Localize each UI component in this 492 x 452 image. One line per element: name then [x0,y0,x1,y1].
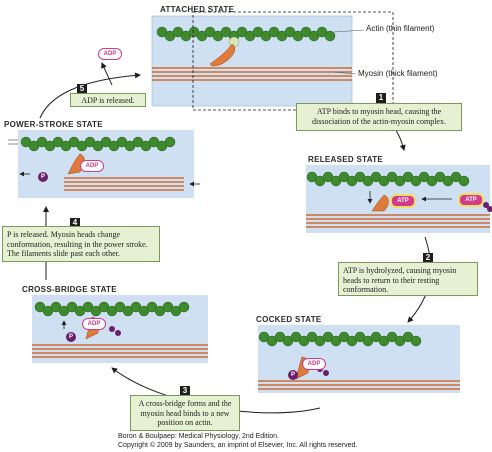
step-4-text: P is released. Myosin heads change confo… [7,230,148,258]
step-5-badge: 5 [77,84,87,94]
p-text-cross-bridge: P [68,334,73,340]
p-text-cocked: P [290,372,295,378]
state-label-attached: ATTACHED STATE [160,5,235,14]
copyright-credit: Boron & Boulpaep: Medical Physiology, 2n… [118,433,378,450]
myosin-label: Myosin (thick filament) [358,69,438,78]
step-1-callout: ATP binds to myosin head, causing the di… [296,103,462,131]
step-4-badge: 4 [70,218,80,228]
power-stroke-illustration [8,130,200,198]
state-label-cocked: COCKED STATE [256,315,322,324]
p-text-power-stroke: P [40,174,45,180]
step-1-text: ATP binds to myosin head, causing the di… [312,107,446,126]
adp-released-text: ADP [103,51,117,57]
attached-illustration [151,15,365,107]
step-2-callout: ATP is hydrolyzed, causing myosin heads … [338,262,478,296]
adp-text-cross-bridge: ADP [87,321,101,327]
step-2-text: ATP is hydrolyzed, causing myosin heads … [343,266,457,294]
step-2-badge: 2 [423,253,433,263]
adp-text-power-stroke: ADP [85,163,99,169]
adp-badge-cocked: ADP [302,358,326,370]
phosphate-cross-bridge: P [66,332,76,342]
state-label-cross-bridge: CROSS-BRIDGE STATE [22,285,117,294]
myosin-head-attached [209,43,235,67]
phosphate-power-stroke: P [38,172,48,182]
cross-bridge-illustration [32,295,208,363]
atp-badge-bound: ATP [390,194,416,208]
arrow-step-5 [39,72,141,119]
atp-badge-free: ATP [458,193,484,207]
step-4-callout: P is released. Myosin heads change confo… [2,226,160,262]
step-5-callout: ADP is released. [70,93,146,107]
credit-line-2: Copyright © 2009 by Saunders, an imprint… [118,441,358,449]
atp-text-bound: ATP [397,198,409,204]
cocked-illustration [258,325,460,393]
myosin-filament-attached [152,67,352,81]
actin-label: Actin (thin filament) [366,24,435,33]
phosphate-cocked: P [288,370,298,380]
step-3-callout: A cross-bridge forms and the myosin head… [130,395,240,431]
step-1-badge: 1 [376,93,386,103]
adp-badge-cross-bridge: ADP [82,318,106,330]
credit-line-1: Boron & Boulpaep: Medical Physiology, 2n… [118,433,279,440]
attached-panel: ATTACHED STATE Actin (thin filament) Myo… [150,2,438,112]
state-label-released: RELEASED STATE [308,155,384,164]
adp-badge-power-stroke: ADP [80,160,104,172]
step-5-text: ADP is released. [81,96,135,105]
adp-released-badge: ADP [98,48,122,60]
atp-text-free: ATP [465,197,477,203]
arrow-adp-release [101,62,113,86]
state-label-power-stroke: POWER-STROKE STATE [4,120,103,129]
adp-text-cocked: ADP [307,361,321,367]
step-3-text: A cross-bridge forms and the myosin head… [138,399,232,427]
step-3-badge: 3 [180,386,190,396]
